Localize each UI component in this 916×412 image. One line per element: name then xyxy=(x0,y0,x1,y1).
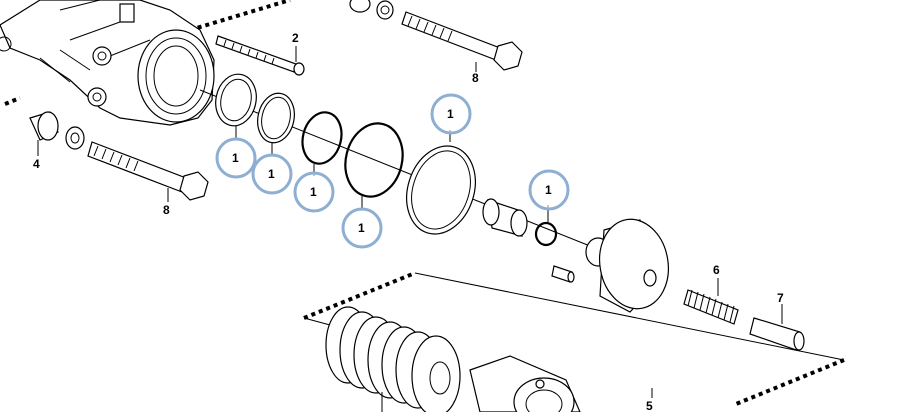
label-part-8-lower: 8 xyxy=(163,203,170,217)
label-part-7: 7 xyxy=(777,291,784,305)
svg-text:1: 1 xyxy=(447,107,454,121)
lower-body xyxy=(469,355,581,412)
callout-1-f: 1 xyxy=(528,169,570,222)
pin xyxy=(551,265,575,283)
callout-1-e: 1 xyxy=(341,196,383,249)
part-6-spring: 6 xyxy=(683,263,739,325)
top-washers xyxy=(349,0,394,20)
label-part-6: 6 xyxy=(713,263,720,277)
svg-text:1: 1 xyxy=(232,151,239,165)
subassembly-boundary-5: 5 xyxy=(303,271,845,412)
callout-1-a: 1 xyxy=(430,93,472,142)
subassembly-boundary-top xyxy=(4,0,291,106)
svg-text:1: 1 xyxy=(545,183,552,197)
label-part-4: 4 xyxy=(33,157,40,171)
part-7-pin: 7 xyxy=(749,291,805,351)
bellows xyxy=(325,306,461,412)
svg-text:1: 1 xyxy=(310,185,317,199)
label-part-2: 2 xyxy=(292,31,299,45)
part-8-bolt-top: 8 xyxy=(401,11,523,85)
svg-text:1: 1 xyxy=(268,167,275,181)
valve-housing xyxy=(0,0,215,126)
piston xyxy=(585,218,669,313)
part-8-bolt-lower: 8 xyxy=(87,141,209,217)
svg-text:1: 1 xyxy=(358,221,365,235)
callout-1-c: 1 xyxy=(251,142,293,195)
seal-rings xyxy=(215,73,558,247)
part-4-bushing: 4 xyxy=(29,111,85,171)
sleeve xyxy=(482,198,528,237)
callout-1-b: 1 xyxy=(215,126,257,179)
label-part-5: 5 xyxy=(646,399,653,412)
part-2-screw: 2 xyxy=(215,31,305,76)
callout-1-d: 1 xyxy=(293,164,335,213)
label-part-8-top: 8 xyxy=(472,71,479,85)
